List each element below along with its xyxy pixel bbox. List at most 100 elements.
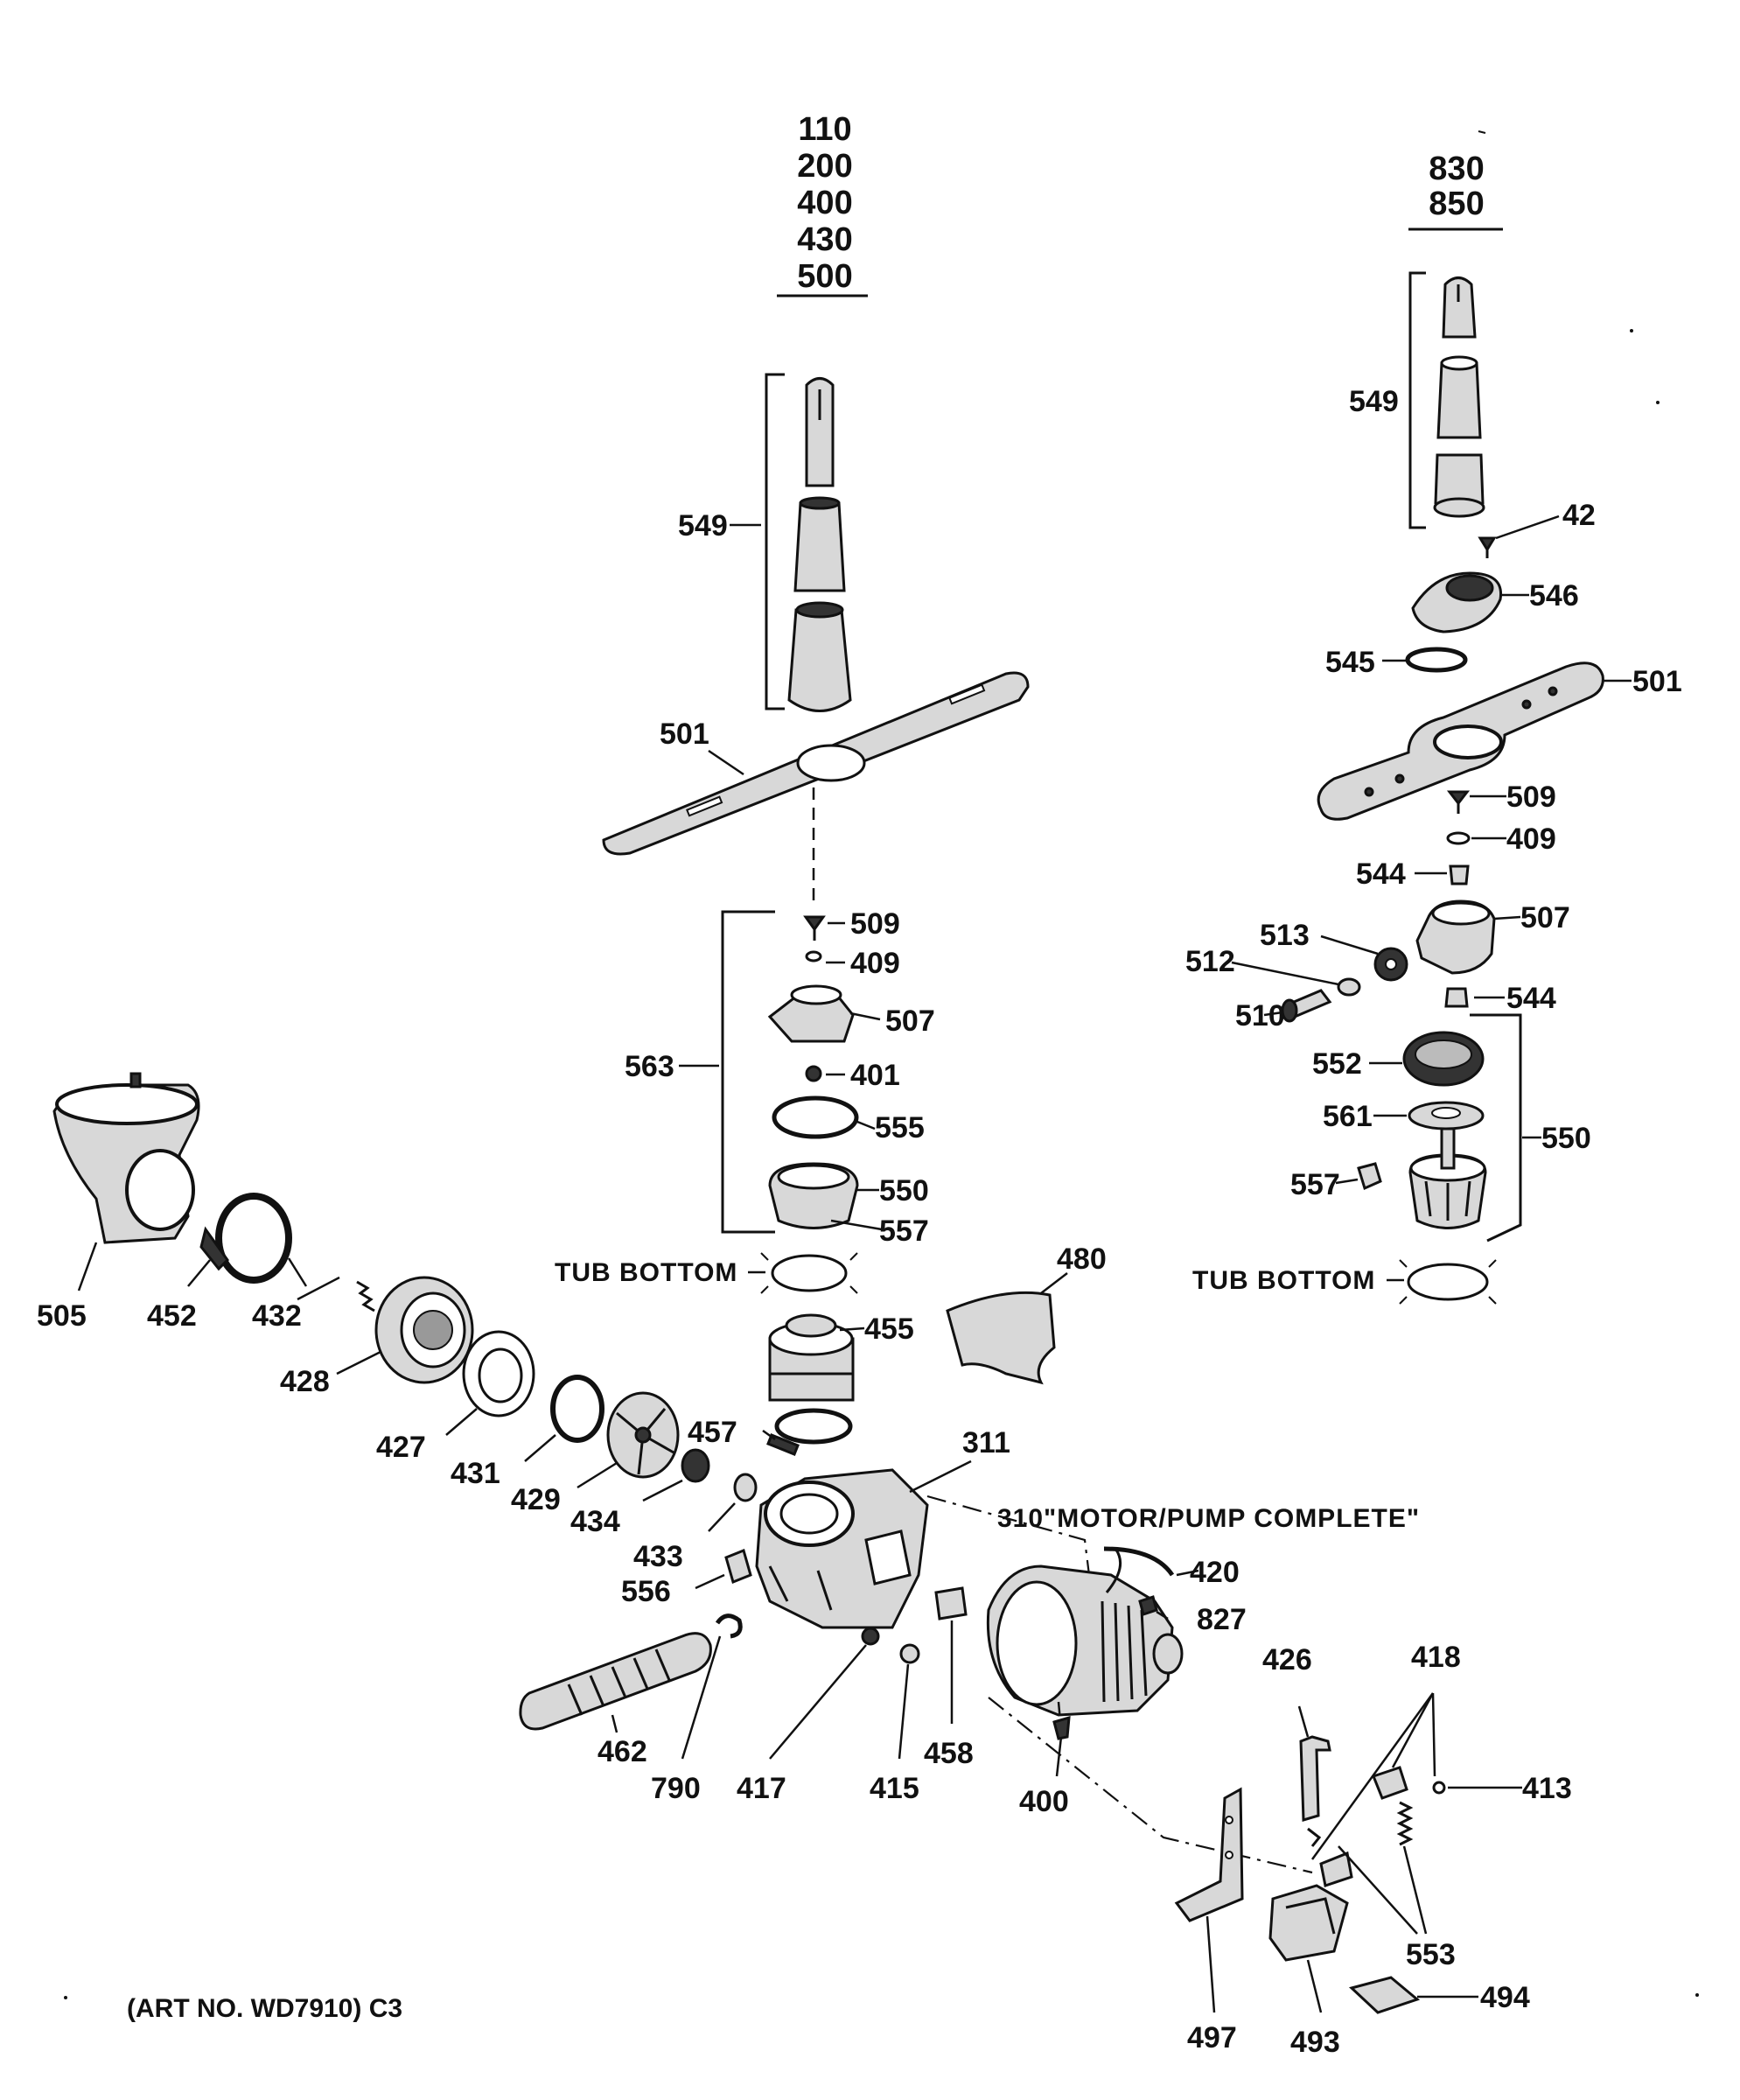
callout-507: 507 (885, 1004, 935, 1038)
sump-outlet (125, 1149, 195, 1231)
hose-part (519, 1632, 712, 1731)
leader-line (1231, 961, 1339, 986)
motor: 310"MOTOR/PUMP COMPLETE" (986, 1504, 1419, 1732)
housing-flange (864, 1530, 912, 1586)
leader-line (1306, 1959, 1323, 2013)
tub-bottom-left: TUB BOTTOM (555, 1252, 858, 1294)
clip-part (715, 1614, 743, 1639)
model-list-left: 110 200 400 430 500 (777, 111, 868, 298)
speck (1630, 329, 1633, 332)
washer-part (861, 1627, 880, 1646)
sump-rim (55, 1083, 199, 1125)
leader-line (898, 1663, 910, 1760)
leader-line (830, 1219, 883, 1231)
ring-part (462, 1330, 535, 1418)
callout-563: 563 (625, 1050, 674, 1083)
part-480: 480 (946, 1242, 1107, 1385)
part-428: 428 (280, 1276, 474, 1398)
callout-550: 550 (879, 1174, 929, 1208)
gear-center (1415, 1040, 1472, 1069)
arm-hole (1521, 699, 1532, 710)
tub-opening (771, 1254, 848, 1292)
callout-311: 311 (962, 1426, 1010, 1460)
callout-457: 457 (688, 1416, 737, 1449)
housing-detail (768, 1565, 833, 1611)
callout-827: 827 (1197, 1603, 1247, 1636)
filter-center (413, 1310, 453, 1350)
callout-512: 512 (1185, 945, 1235, 978)
callout-429: 429 (511, 1483, 561, 1516)
callout-427: 427 (376, 1431, 426, 1464)
tick (760, 1285, 769, 1294)
callout-494: 494 (1480, 1981, 1530, 2014)
callout-505: 505 (37, 1299, 87, 1333)
leader-line (1156, 1610, 1169, 1620)
part-493: 493 (1268, 1884, 1349, 2059)
leader-line (611, 1714, 618, 1733)
switch-part (1268, 1884, 1349, 1962)
model-number: 110 (798, 111, 851, 148)
callout-462: 462 (597, 1735, 647, 1768)
leader-line (708, 1502, 736, 1532)
leader-line (849, 1012, 881, 1021)
leader-line (856, 1120, 876, 1130)
leader-line (297, 1276, 340, 1301)
shaft-head (1281, 998, 1298, 1023)
callout-545: 545 (1325, 646, 1375, 679)
callout-557: 557 (1290, 1168, 1340, 1201)
bracket-part (1372, 1766, 1408, 1800)
washer-part (1446, 831, 1471, 845)
callout-418: 418 (1411, 1641, 1461, 1674)
leader-line (1263, 1011, 1283, 1017)
callout-417: 417 (737, 1772, 786, 1805)
screw-part (1478, 536, 1497, 552)
leader-line (336, 1350, 381, 1376)
grommet-part (934, 1586, 968, 1620)
tub-bottom-caption: TUB BOTTOM (1192, 1266, 1375, 1295)
callout-497: 497 (1187, 2021, 1237, 2054)
leader-line (839, 1326, 865, 1332)
callout-509: 509 (850, 907, 900, 941)
arm-slot (948, 683, 986, 705)
spray-tube-base (787, 608, 852, 712)
motor-end-bell (996, 1580, 1078, 1706)
motor-shaft (1152, 1633, 1184, 1675)
motor-windings (1101, 1600, 1148, 1703)
right-hub-group: 507 513 512 510 544 (1185, 900, 1570, 1032)
leader-line (524, 1434, 556, 1462)
model-number: 200 (797, 148, 852, 185)
callout-556: 556 (621, 1575, 671, 1608)
leader-line (681, 1635, 722, 1760)
right-550-group: 550 552 561 557 (1290, 1013, 1591, 1242)
bushing-part (1449, 864, 1470, 886)
bracket-part (1319, 1851, 1353, 1887)
switch-detail (1285, 1897, 1336, 1935)
cap-stem (1440, 1127, 1456, 1170)
right-small-parts: 509 409 544 (1356, 780, 1556, 891)
switch-actuator-part (1348, 1976, 1421, 2014)
hub-top (790, 984, 842, 1005)
leader-line (642, 1479, 683, 1502)
sleeve-top (799, 496, 841, 510)
leader-line (1495, 514, 1560, 540)
callout-510: 510 (1235, 999, 1285, 1032)
arm-hub (796, 744, 866, 782)
callout-507: 507 (1520, 901, 1570, 934)
part-452-432: 452 432 (147, 1193, 308, 1333)
group-bracket (721, 910, 775, 1234)
callout-401: 401 (850, 1059, 900, 1092)
fitting-part (724, 1548, 752, 1585)
gear-hub (1385, 958, 1397, 970)
bushing-part (681, 1448, 710, 1483)
seal-part (733, 1473, 758, 1502)
leader-line (1176, 1569, 1199, 1577)
tub-bottom-right: TUB BOTTOM (1192, 1259, 1497, 1305)
spray-tube-sleeve (1436, 361, 1482, 439)
hub-top (1431, 901, 1491, 926)
part-790: 790 (651, 1614, 743, 1805)
leader-line (1402, 1845, 1428, 1935)
callout-557: 557 (879, 1214, 929, 1248)
tick (1399, 1296, 1408, 1305)
leader-line (577, 1461, 618, 1489)
